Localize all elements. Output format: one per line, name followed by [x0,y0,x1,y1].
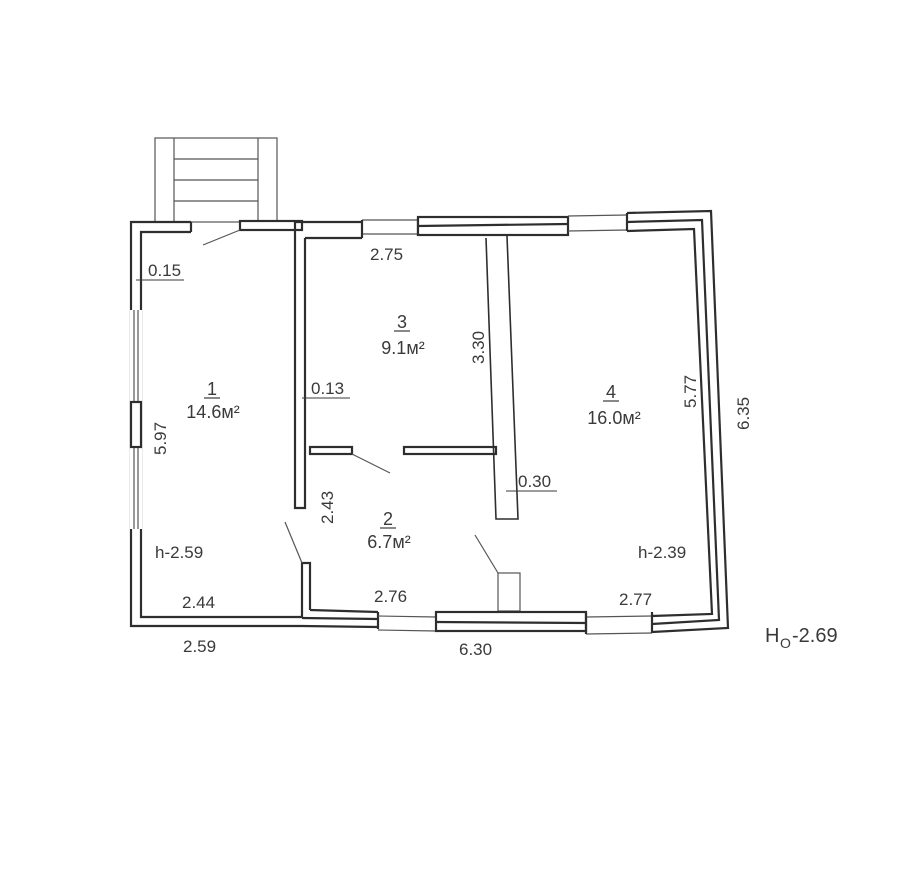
overall-height-sub: O [780,635,791,651]
room-4-height: h-2.39 [638,543,686,562]
wall-bottom [301,608,654,635]
room-3-label: 3 9.1м² [381,312,424,358]
room-2-number: 2 [383,509,393,529]
porch-steps [154,137,278,223]
room-2-area: 6.7м² [367,532,410,552]
overall-height: H O -2.69 [765,625,838,651]
dim-room3-side: 3.30 [469,331,488,364]
overall-height-label: H [765,625,779,647]
room-1-area: 14.6м² [186,402,239,422]
room-4-area: 16.0м² [587,408,640,428]
dim-room2-bottom: 2.76 [374,587,407,606]
partition-3-4 [485,235,519,520]
room-1-label: 1 14.6м² h-2.59 [155,379,240,562]
dim-partition-2-4: 0.30 [518,472,551,491]
wall-top [295,209,730,634]
overall-height-value: -2.69 [792,625,838,647]
dimension-labels: 0.15 2.75 3.30 0.13 5.97 2.43 0.30 5.77 … [136,245,753,659]
room-1-height: h-2.59 [155,543,203,562]
partition-3-2 [308,445,498,474]
door-1-2 [284,521,312,617]
dim-room1-bottom: 2.44 [182,593,215,612]
door-2-4 [474,534,521,612]
partition-1-3 [293,222,307,510]
dim-outer-right: 6.35 [734,397,753,430]
dim-room4-bottom: 2.77 [619,590,652,609]
room-4-number: 4 [606,382,616,402]
dim-room3-top: 2.75 [370,245,403,264]
dim-outer-left-bottom: 2.59 [183,637,216,656]
dim-outer-bottom: 6.30 [459,640,492,659]
room-3-number: 3 [397,312,407,332]
dim-room1-side: 5.97 [151,422,170,455]
dim-porch-wall: 0.15 [148,261,181,280]
wall-left [129,220,302,628]
room-1-number: 1 [207,379,217,399]
room-4-label: 4 16.0м² h-2.39 [587,382,686,562]
dim-room4-inner-side: 5.77 [681,375,700,408]
entrance-door [202,219,304,246]
room-3-area: 9.1м² [381,338,424,358]
dim-partition-1-3: 0.13 [311,379,344,398]
dim-room2-side: 2.43 [318,491,337,524]
room-2-label: 2 6.7м² [367,509,410,552]
